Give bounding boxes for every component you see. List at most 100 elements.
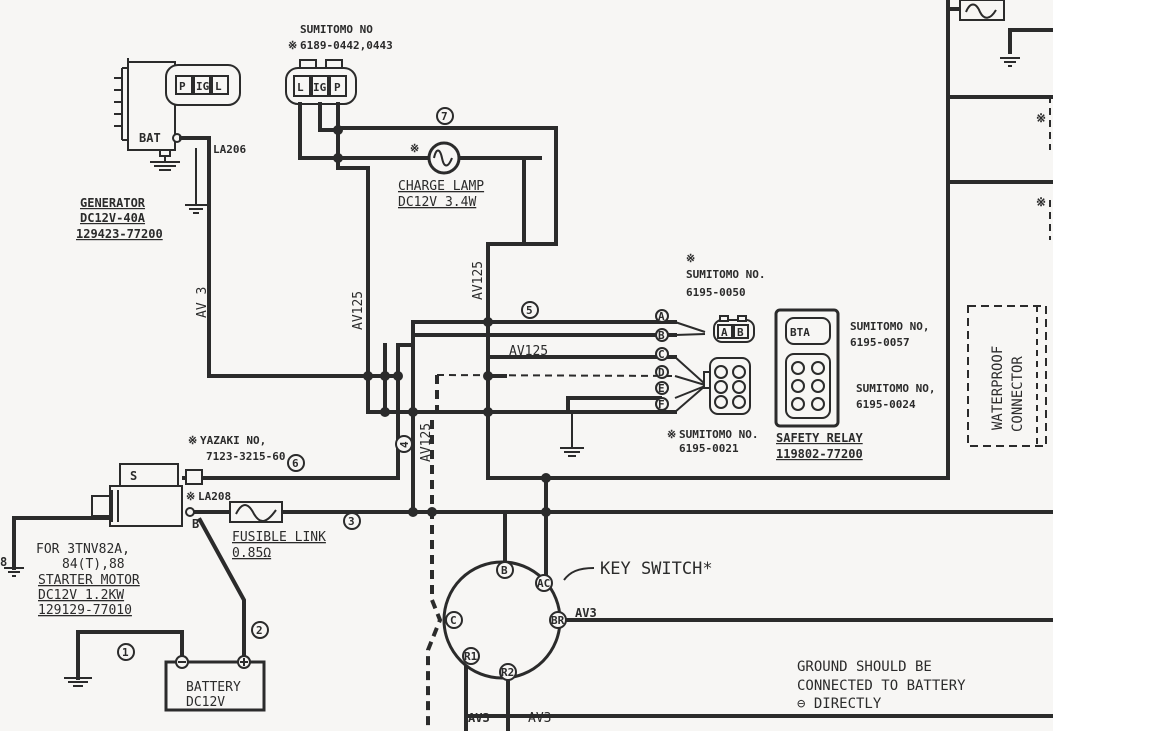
wire-av3-bottom-b: AV3: [528, 711, 551, 726]
waterproof-line2: CONNECTOR: [1010, 356, 1026, 432]
ground-note: GROUND SHOULD BE CONNECTED TO BATTERY ⊖ …: [797, 659, 966, 712]
relay-conn-b-part: 6195-0024: [856, 398, 916, 411]
pin-f: F: [658, 398, 665, 411]
conn2p-pin-b: B: [737, 326, 744, 339]
relay-part: 119802-77200: [776, 447, 863, 461]
yazaki-mark: ※: [188, 434, 197, 447]
starter-rating: DC12V 1.2KW: [38, 588, 124, 603]
ks-terminal-b: B: [501, 564, 508, 577]
lamp-icon: [427, 141, 461, 175]
starter-s-label: S: [130, 469, 137, 483]
top-pin-p: P: [334, 81, 341, 94]
top-pin-ig: IG: [313, 81, 327, 94]
gen-pin-l: L: [215, 80, 222, 93]
key-switch-title: KEY SWITCH*: [600, 559, 713, 579]
ground-note-line2: CONNECTED TO BATTERY: [797, 678, 966, 694]
page-margin: [1053, 0, 1152, 731]
fusible-link-title: FUSIBLE LINK: [232, 530, 326, 545]
battery: 1 2 BATTERY DC12V: [117, 621, 269, 712]
relay-conn-b-label: SUMITOMO NO,: [856, 382, 935, 395]
ground-note-line3: ⊖ DIRECTLY: [797, 696, 882, 712]
gen-ground-icon: [150, 156, 180, 171]
charge-lamp-number: 7: [441, 110, 448, 123]
relay-ground-icon: [560, 412, 584, 457]
ks-terminal-r1: R1: [464, 650, 478, 663]
battery-plus-icon: [240, 658, 248, 666]
top-connector: SUMITOMO NO ※ 6189-0442,0443 L IG P: [285, 23, 393, 105]
starter-motor: ※ YAZAKI NO, 7123-3215-60 6 S ※ LA208 B …: [0, 434, 305, 618]
ground-note-line1: GROUND SHOULD BE: [797, 659, 932, 675]
circle-6: 6: [292, 457, 299, 470]
ks-terminal-r2: R2: [501, 666, 514, 679]
wire-av3-bottom-a: AV3: [468, 711, 490, 725]
battery-rating: DC12V: [186, 695, 225, 710]
top-right-ground-icon: [1000, 57, 1020, 67]
safety-relay: BTA SUMITOMO NO, 6195-0057 SUMITOMO NO, …: [774, 308, 935, 461]
yazaki-part: 7123-3215-60: [206, 450, 285, 463]
conn2p-part: 6195-0050: [686, 286, 746, 299]
gen-pin-ig: IG: [196, 80, 210, 93]
key-switch: B AC BR C R1 R2 KEY SWITCH*: [442, 559, 713, 681]
right-mark-2: ※: [1036, 195, 1046, 209]
relay-title: SAFETY RELAY: [776, 431, 863, 445]
charge-lamp-rating: DC12V 3.4W: [398, 195, 476, 210]
ks-terminal-ac: AC: [537, 577, 550, 590]
top-conn-label: SUMITOMO NO: [300, 23, 373, 36]
wire-av125-b: AV125: [471, 261, 486, 300]
ks-terminal-br: BR: [551, 614, 565, 627]
pin-e: E: [658, 382, 665, 395]
charge-lamp-title: CHARGE LAMP: [398, 179, 484, 194]
relay-conn-a-part: 6195-0057: [850, 336, 910, 349]
starter-part: 129129-77010: [38, 603, 132, 618]
top-right-fuse: [959, 0, 1005, 21]
wire-av3-br: AV3: [575, 606, 597, 620]
starter-for-line1: FOR 3TNV82A,: [36, 542, 130, 557]
conn6p-part: 6195-0021: [679, 442, 739, 455]
circle-4: 4: [398, 441, 411, 448]
wire-av125-mid: AV125: [509, 344, 548, 359]
wiring-diagram-sheet: P IG L BAT LA206 GENERATOR DC12V-40A 129…: [0, 0, 1053, 731]
gen-part: 129423-77200: [76, 227, 163, 241]
conn6p-label: SUMITOMO NO.: [679, 428, 758, 441]
top-conn-mark: ※: [288, 39, 297, 52]
relay-conn-a-pins: BTA: [790, 326, 810, 339]
circle-5: 5: [526, 304, 533, 317]
pin-a: A: [658, 310, 665, 323]
conn2p-pin-a: A: [721, 326, 728, 339]
conn2p-mark: ※: [686, 252, 695, 265]
starter-title: STARTER MOTOR: [38, 573, 140, 588]
dashed-wire: [426, 374, 676, 731]
battery-ground-icon: [64, 677, 92, 687]
left-edge-mark: 8: [0, 555, 7, 569]
charge-lamp: 7 ※ CHARGE LAMP DC12V 3.4W: [398, 107, 484, 210]
relay-conn-a-label: SUMITOMO NO,: [850, 320, 929, 333]
circle-3: 3: [348, 515, 355, 528]
ks-terminal-c: C: [450, 614, 457, 627]
starter-b-label: B: [192, 517, 199, 531]
starter-la-label: LA208: [198, 490, 231, 503]
top-conn-part: 6189-0442,0443: [300, 39, 393, 52]
wire-av125-c: AV125: [419, 423, 434, 462]
top-pin-l: L: [297, 81, 304, 94]
wiring-diagram: P IG L BAT LA206 GENERATOR DC12V-40A 129…: [0, 0, 1053, 731]
conn6p-mark: ※: [667, 428, 676, 441]
waterproof-connector: WATERPROOF CONNECTOR ※ ※: [967, 96, 1051, 447]
gen-title: GENERATOR: [80, 196, 146, 210]
fusible-link: 3 FUSIBLE LINK 0.85Ω: [229, 501, 361, 561]
gen-wire-label: LA206: [213, 143, 246, 156]
pin-d: D: [658, 366, 665, 379]
circle-2: 2: [256, 624, 263, 637]
conn2p-label: SUMITOMO NO.: [686, 268, 765, 281]
gen-bat-label: BAT: [139, 131, 161, 145]
pin-c: C: [658, 348, 665, 361]
right-mark-1: ※: [1036, 111, 1046, 125]
connector-6p: A B C D E F ※ SUMITOMO NO. 6195-0021: [655, 309, 758, 455]
charge-lamp-mark: ※: [410, 142, 419, 155]
gen-ground-icon-2: [185, 148, 207, 214]
starter-for-line2: 84(T),88: [62, 557, 125, 572]
yazaki-label: YAZAKI NO,: [200, 434, 266, 447]
generator: P IG L BAT LA206 GENERATOR DC12V-40A 129…: [76, 58, 246, 241]
gen-rating: DC12V-40A: [80, 211, 146, 225]
battery-title: BATTERY: [186, 680, 241, 695]
starter-ground-icon: [4, 567, 24, 577]
